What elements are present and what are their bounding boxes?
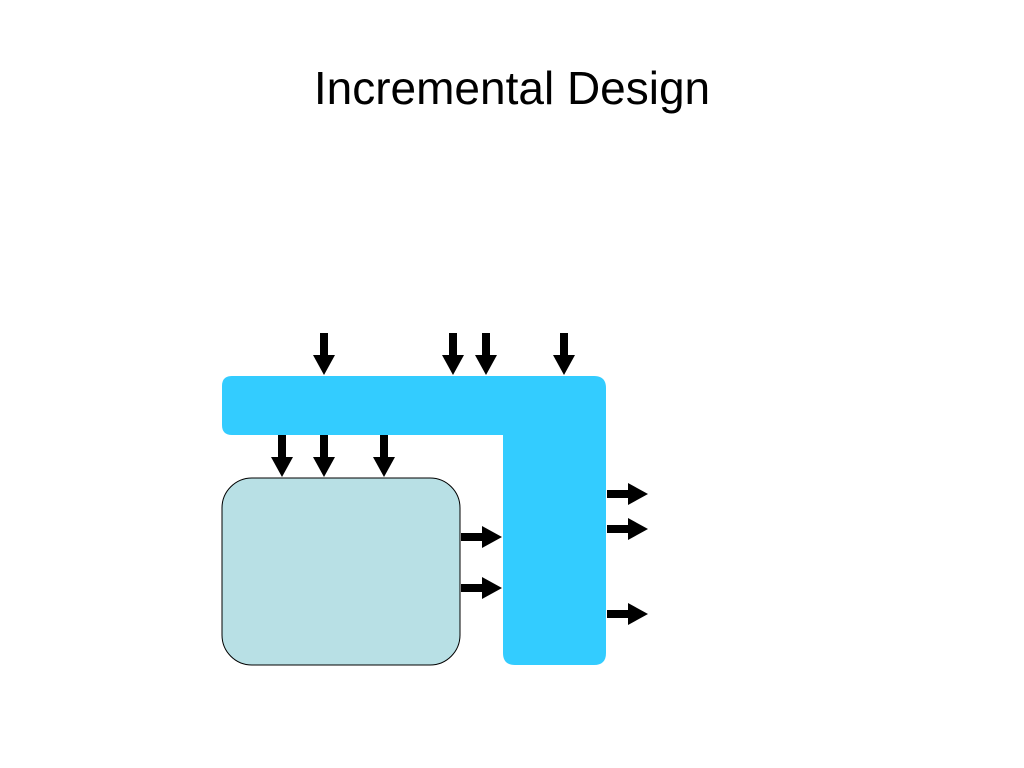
down-arrow [553, 333, 575, 375]
down-arrow [271, 435, 293, 477]
block-output-arrows [607, 483, 648, 625]
down-arrow [313, 435, 335, 477]
right-arrow [461, 526, 502, 548]
down-arrow [475, 333, 497, 375]
right-arrow [461, 577, 502, 599]
inner-input-arrows [271, 435, 395, 477]
slide-title: Incremental Design [313, 62, 711, 114]
l-shaped-block [222, 376, 606, 665]
down-arrow [373, 435, 395, 477]
right-arrow [607, 518, 648, 540]
top-input-arrows [313, 333, 575, 375]
inner-module-box [221, 477, 461, 666]
down-arrow [313, 333, 335, 375]
right-arrow [607, 483, 648, 505]
right-arrow [607, 603, 648, 625]
module-output-arrows [461, 526, 502, 599]
down-arrow [442, 333, 464, 375]
